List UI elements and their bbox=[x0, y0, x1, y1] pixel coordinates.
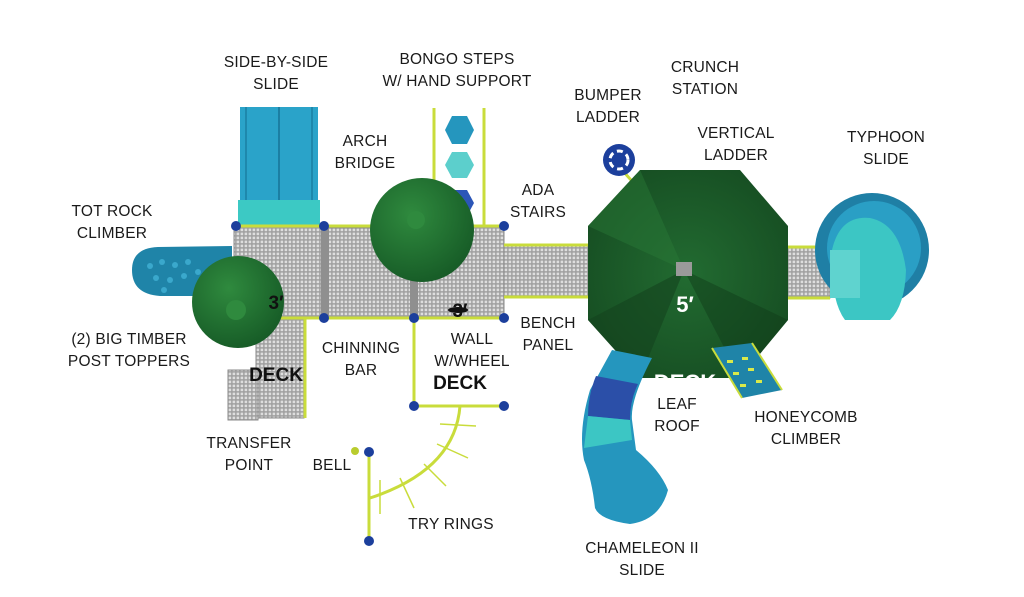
chameleon-slide bbox=[582, 350, 668, 524]
typhoon-slide bbox=[815, 193, 929, 320]
deck-main-label: 5′ DECK bbox=[654, 240, 716, 422]
bumper-ladder bbox=[603, 144, 635, 176]
label-wall-wheel: WALL W/WHEEL bbox=[434, 331, 510, 370]
label-typhoon-slide: TYPHOON SLIDE bbox=[846, 129, 926, 168]
deck-left-text: DECK bbox=[249, 365, 303, 386]
label-tot-rock-climber: TOT ROCK CLIMBER bbox=[71, 203, 153, 242]
label-bell: BELL bbox=[312, 457, 352, 474]
deck-middle-height: 3′ bbox=[452, 301, 468, 322]
bell-icon bbox=[351, 447, 359, 455]
label-chinning-bar: CHINNING BAR bbox=[321, 340, 401, 379]
label-bench-panel: BENCH PANEL bbox=[520, 315, 576, 354]
label-try-rings: TRY RINGS bbox=[408, 516, 494, 533]
big-timber-post-topper-left bbox=[192, 256, 284, 348]
arch-bridge-tree-topper bbox=[370, 178, 474, 282]
label-side-by-side-slide: SIDE-BY-SIDE SLIDE bbox=[223, 54, 329, 93]
deck-main-height: 5′ bbox=[676, 292, 694, 317]
deck-left-label: 3′ DECK bbox=[249, 244, 303, 412]
leaf-roof bbox=[588, 170, 788, 378]
label-arch-bridge: ARCH BRIDGE bbox=[334, 133, 396, 172]
label-chameleon-slide: CHAMELEON II SLIDE bbox=[585, 540, 699, 579]
label-bumper-ladder: BUMPER LADDER bbox=[574, 87, 642, 126]
label-leaf-roof: LEAF ROOF bbox=[654, 396, 700, 435]
label-vertical-ladder: VERTICAL LADDER bbox=[697, 125, 775, 164]
label-crunch-station: CRUNCH STATION bbox=[670, 59, 740, 98]
honeycomb-climber bbox=[711, 342, 783, 399]
deck-middle-label: 3′ DECK bbox=[433, 252, 487, 420]
try-rings bbox=[379, 423, 477, 514]
label-transfer-point: TRANSFER POINT bbox=[206, 435, 292, 474]
label-honeycomb-climber: HONEYCOMB CLIMBER bbox=[754, 409, 858, 448]
label-big-timber-post-toppers: (2) BIG TIMBER POST TOPPERS bbox=[67, 331, 191, 370]
wall-wheel bbox=[448, 307, 468, 313]
deck-main-text: DECK bbox=[653, 370, 717, 395]
label-bongo-steps: BONGO STEPS W/ HAND SUPPORT bbox=[382, 51, 532, 90]
side-by-side-slide bbox=[238, 107, 320, 226]
deck-middle-text: DECK bbox=[433, 373, 487, 394]
deck-left-height: 3′ bbox=[268, 293, 284, 314]
label-ada-stairs: ADA STAIRS bbox=[509, 182, 567, 221]
posts bbox=[231, 221, 509, 546]
